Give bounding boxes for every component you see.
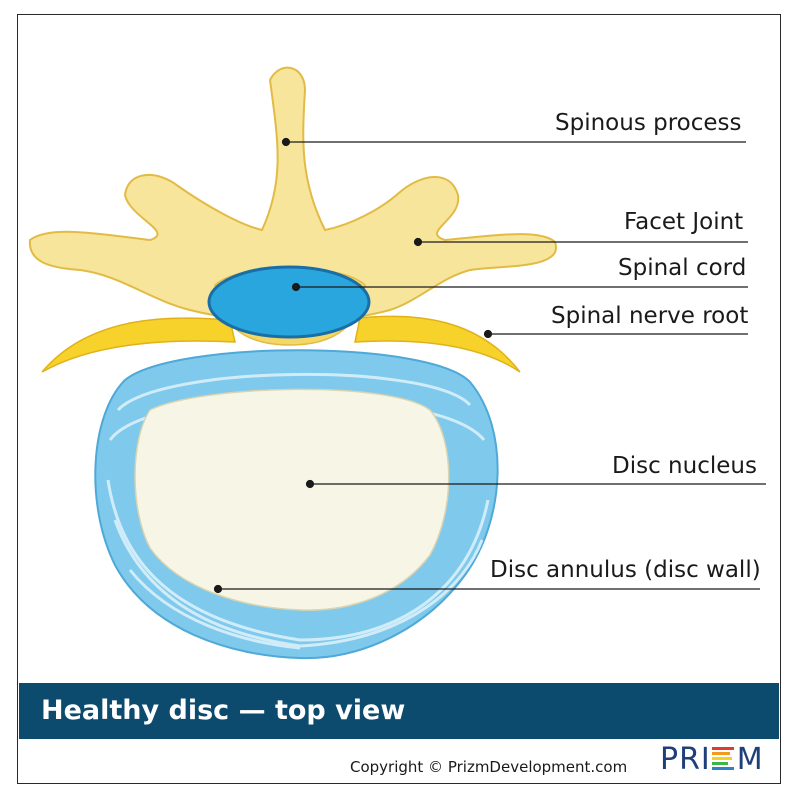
spinal-cord (207, 265, 371, 339)
prizm-logo: PRI M (660, 745, 764, 775)
logo-text-right: M (736, 742, 764, 777)
nerve-root-left (41, 317, 236, 373)
dot-facet-joint (413, 237, 423, 247)
label-spinal-nerve-root: Spinal nerve root (551, 303, 749, 329)
label-disc-nucleus: Disc nucleus (612, 453, 757, 479)
label-facet-joint: Facet Joint (624, 209, 744, 235)
dot-disc-nucleus (305, 479, 315, 489)
disc-nucleus (134, 388, 450, 611)
logo-stripes-icon (711, 746, 736, 772)
dot-spinal-cord (291, 282, 301, 292)
leader-lines (213, 137, 766, 594)
dot-nerve-root (483, 329, 493, 339)
label-disc-annulus: Disc annulus (disc wall) (490, 557, 761, 583)
nerve-root-right (354, 315, 521, 373)
dot-spinous-process (281, 137, 291, 147)
banner-title: Healthy disc — top view (41, 695, 406, 726)
dot-disc-annulus (213, 584, 223, 594)
logo-text-left: PRI (660, 742, 711, 777)
copyright-text: Copyright © PrizmDevelopment.com (350, 758, 628, 776)
label-spinous-process: Spinous process (555, 110, 742, 136)
label-spinal-cord: Spinal cord (618, 255, 747, 281)
title-banner: Healthy disc — top view (19, 683, 779, 739)
